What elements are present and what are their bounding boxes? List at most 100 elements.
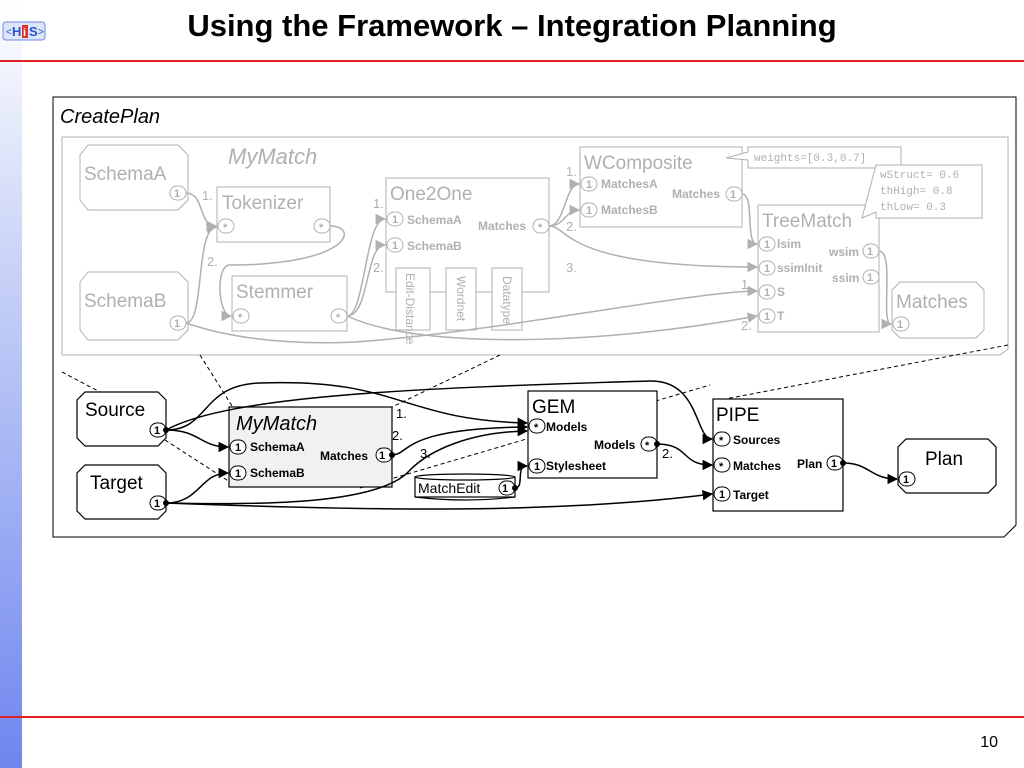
gem-in-models: Models bbox=[546, 420, 588, 434]
svg-text:1: 1 bbox=[174, 188, 180, 200]
inner-ports bbox=[169, 176, 910, 332]
schema-b-label: SchemaB bbox=[84, 291, 166, 312]
outer-diagram: Source Target MyMatch SchemaA SchemaB Ma… bbox=[76, 380, 997, 520]
wordnet-node bbox=[445, 267, 477, 331]
plan-label: Plan bbox=[925, 449, 963, 470]
svg-text:1.: 1. bbox=[396, 406, 407, 421]
pipe-in-matches: Matches bbox=[733, 459, 781, 473]
wc-out: Matches bbox=[672, 187, 720, 201]
schema-a-node bbox=[79, 144, 189, 211]
source-node bbox=[76, 391, 167, 447]
wc-in-a: MatchesA bbox=[601, 177, 658, 191]
svg-text:1: 1 bbox=[897, 319, 903, 331]
svg-text:3.: 3. bbox=[566, 260, 577, 275]
svg-text:1: 1 bbox=[903, 474, 909, 486]
target-label: Target bbox=[90, 473, 144, 494]
createplan-label: CreatePlan bbox=[60, 106, 160, 128]
tm-s: S bbox=[777, 285, 785, 299]
his-logo-icon: < H i S > bbox=[2, 21, 46, 41]
svg-text:1: 1 bbox=[392, 214, 398, 226]
tokenizer-node bbox=[216, 186, 331, 243]
matchedit-label: MatchEdit bbox=[418, 480, 480, 496]
svg-text:1: 1 bbox=[235, 468, 241, 480]
param-line-3: thLow= 0.3 bbox=[880, 202, 946, 214]
svg-text:*: * bbox=[538, 222, 543, 234]
svg-text:1: 1 bbox=[764, 311, 770, 323]
matchedit-node bbox=[414, 473, 516, 501]
svg-text:1.: 1. bbox=[373, 196, 384, 211]
svg-text:1: 1 bbox=[174, 318, 180, 330]
svg-text:1: 1 bbox=[154, 425, 160, 437]
svg-text:1: 1 bbox=[586, 179, 592, 191]
tm-ssiminit: ssimInit bbox=[777, 261, 822, 275]
wc-in-b: MatchesB bbox=[601, 203, 658, 217]
svg-text:i: i bbox=[23, 27, 26, 39]
pipe-label: PIPE bbox=[716, 405, 759, 426]
svg-text:2.: 2. bbox=[207, 254, 218, 269]
treematch-node bbox=[757, 204, 880, 333]
svg-text:1: 1 bbox=[392, 240, 398, 252]
svg-text:*: * bbox=[336, 312, 341, 324]
param-line-1: wStruct= 0.6 bbox=[880, 170, 959, 182]
svg-text:1: 1 bbox=[831, 458, 837, 470]
sidebar-gradient bbox=[0, 0, 22, 768]
svg-text:1: 1 bbox=[154, 498, 160, 510]
svg-text:2.: 2. bbox=[741, 318, 752, 333]
svg-text:2.: 2. bbox=[392, 428, 403, 443]
pipe-node bbox=[712, 398, 844, 512]
svg-text:H: H bbox=[12, 24, 21, 39]
svg-text:1: 1 bbox=[502, 483, 508, 495]
svg-text:*: * bbox=[719, 435, 724, 447]
svg-text:3.: 3. bbox=[420, 446, 431, 461]
target-node bbox=[76, 464, 167, 520]
tm-lsim: lsim bbox=[777, 237, 801, 251]
one2one-label: One2One bbox=[390, 184, 472, 205]
params-callout bbox=[861, 164, 983, 219]
outer-ports bbox=[149, 418, 916, 511]
gem-in-stylesheet: Stylesheet bbox=[546, 459, 606, 473]
gem-out: Models bbox=[594, 438, 636, 452]
svg-text:2.: 2. bbox=[373, 260, 384, 275]
svg-text:>: > bbox=[38, 27, 44, 38]
page-number: 10 bbox=[980, 734, 998, 751]
bottom-divider bbox=[0, 716, 1024, 718]
svg-text:*: * bbox=[223, 222, 228, 234]
plan-node bbox=[897, 438, 997, 494]
pipe-in-target: Target bbox=[733, 488, 769, 502]
top-divider bbox=[0, 60, 1024, 62]
mymatch-in-b: SchemaB bbox=[250, 466, 305, 480]
schema-a-label: SchemaA bbox=[84, 164, 167, 185]
mymatch-in-a: SchemaA bbox=[250, 440, 305, 454]
svg-text:1.: 1. bbox=[741, 277, 752, 292]
mymatch-inner-diagram: MyMatch SchemaA SchemaB Tokenizer Stemme… bbox=[61, 136, 1009, 356]
mymatch-inner-title: MyMatch bbox=[228, 144, 317, 169]
svg-text:*: * bbox=[719, 461, 724, 473]
stemmer-label: Stemmer bbox=[236, 282, 314, 303]
datatype-label: Datatype bbox=[500, 276, 514, 324]
pipe-out: Plan bbox=[797, 457, 822, 471]
svg-text:1.: 1. bbox=[202, 188, 213, 203]
svg-text:1: 1 bbox=[719, 489, 725, 501]
svg-text:1: 1 bbox=[534, 461, 540, 473]
svg-text:1.: 1. bbox=[566, 164, 577, 179]
wordnet-label: Wordnet bbox=[454, 276, 468, 322]
svg-text:S: S bbox=[29, 24, 38, 39]
svg-text:<: < bbox=[6, 27, 12, 38]
gem-label: GEM bbox=[532, 397, 575, 418]
svg-text:*: * bbox=[645, 440, 650, 452]
edit-distance-node bbox=[395, 267, 431, 331]
page-title: Using the Framework – Integration Planni… bbox=[187, 8, 837, 43]
source-label: Source bbox=[85, 400, 145, 421]
svg-text:1: 1 bbox=[867, 246, 873, 258]
one2one-in-b: SchemaB bbox=[407, 239, 462, 253]
one2one-out: Matches bbox=[478, 219, 526, 233]
svg-text:1: 1 bbox=[586, 205, 592, 217]
schema-b-node bbox=[79, 271, 189, 341]
svg-text:*: * bbox=[534, 422, 539, 434]
svg-text:*: * bbox=[238, 312, 243, 324]
edit-distance-label: Edit-Distance bbox=[403, 273, 417, 345]
svg-text:1: 1 bbox=[379, 450, 385, 462]
svg-text:1: 1 bbox=[730, 189, 736, 201]
wcomposite-label: WComposite bbox=[584, 153, 693, 174]
